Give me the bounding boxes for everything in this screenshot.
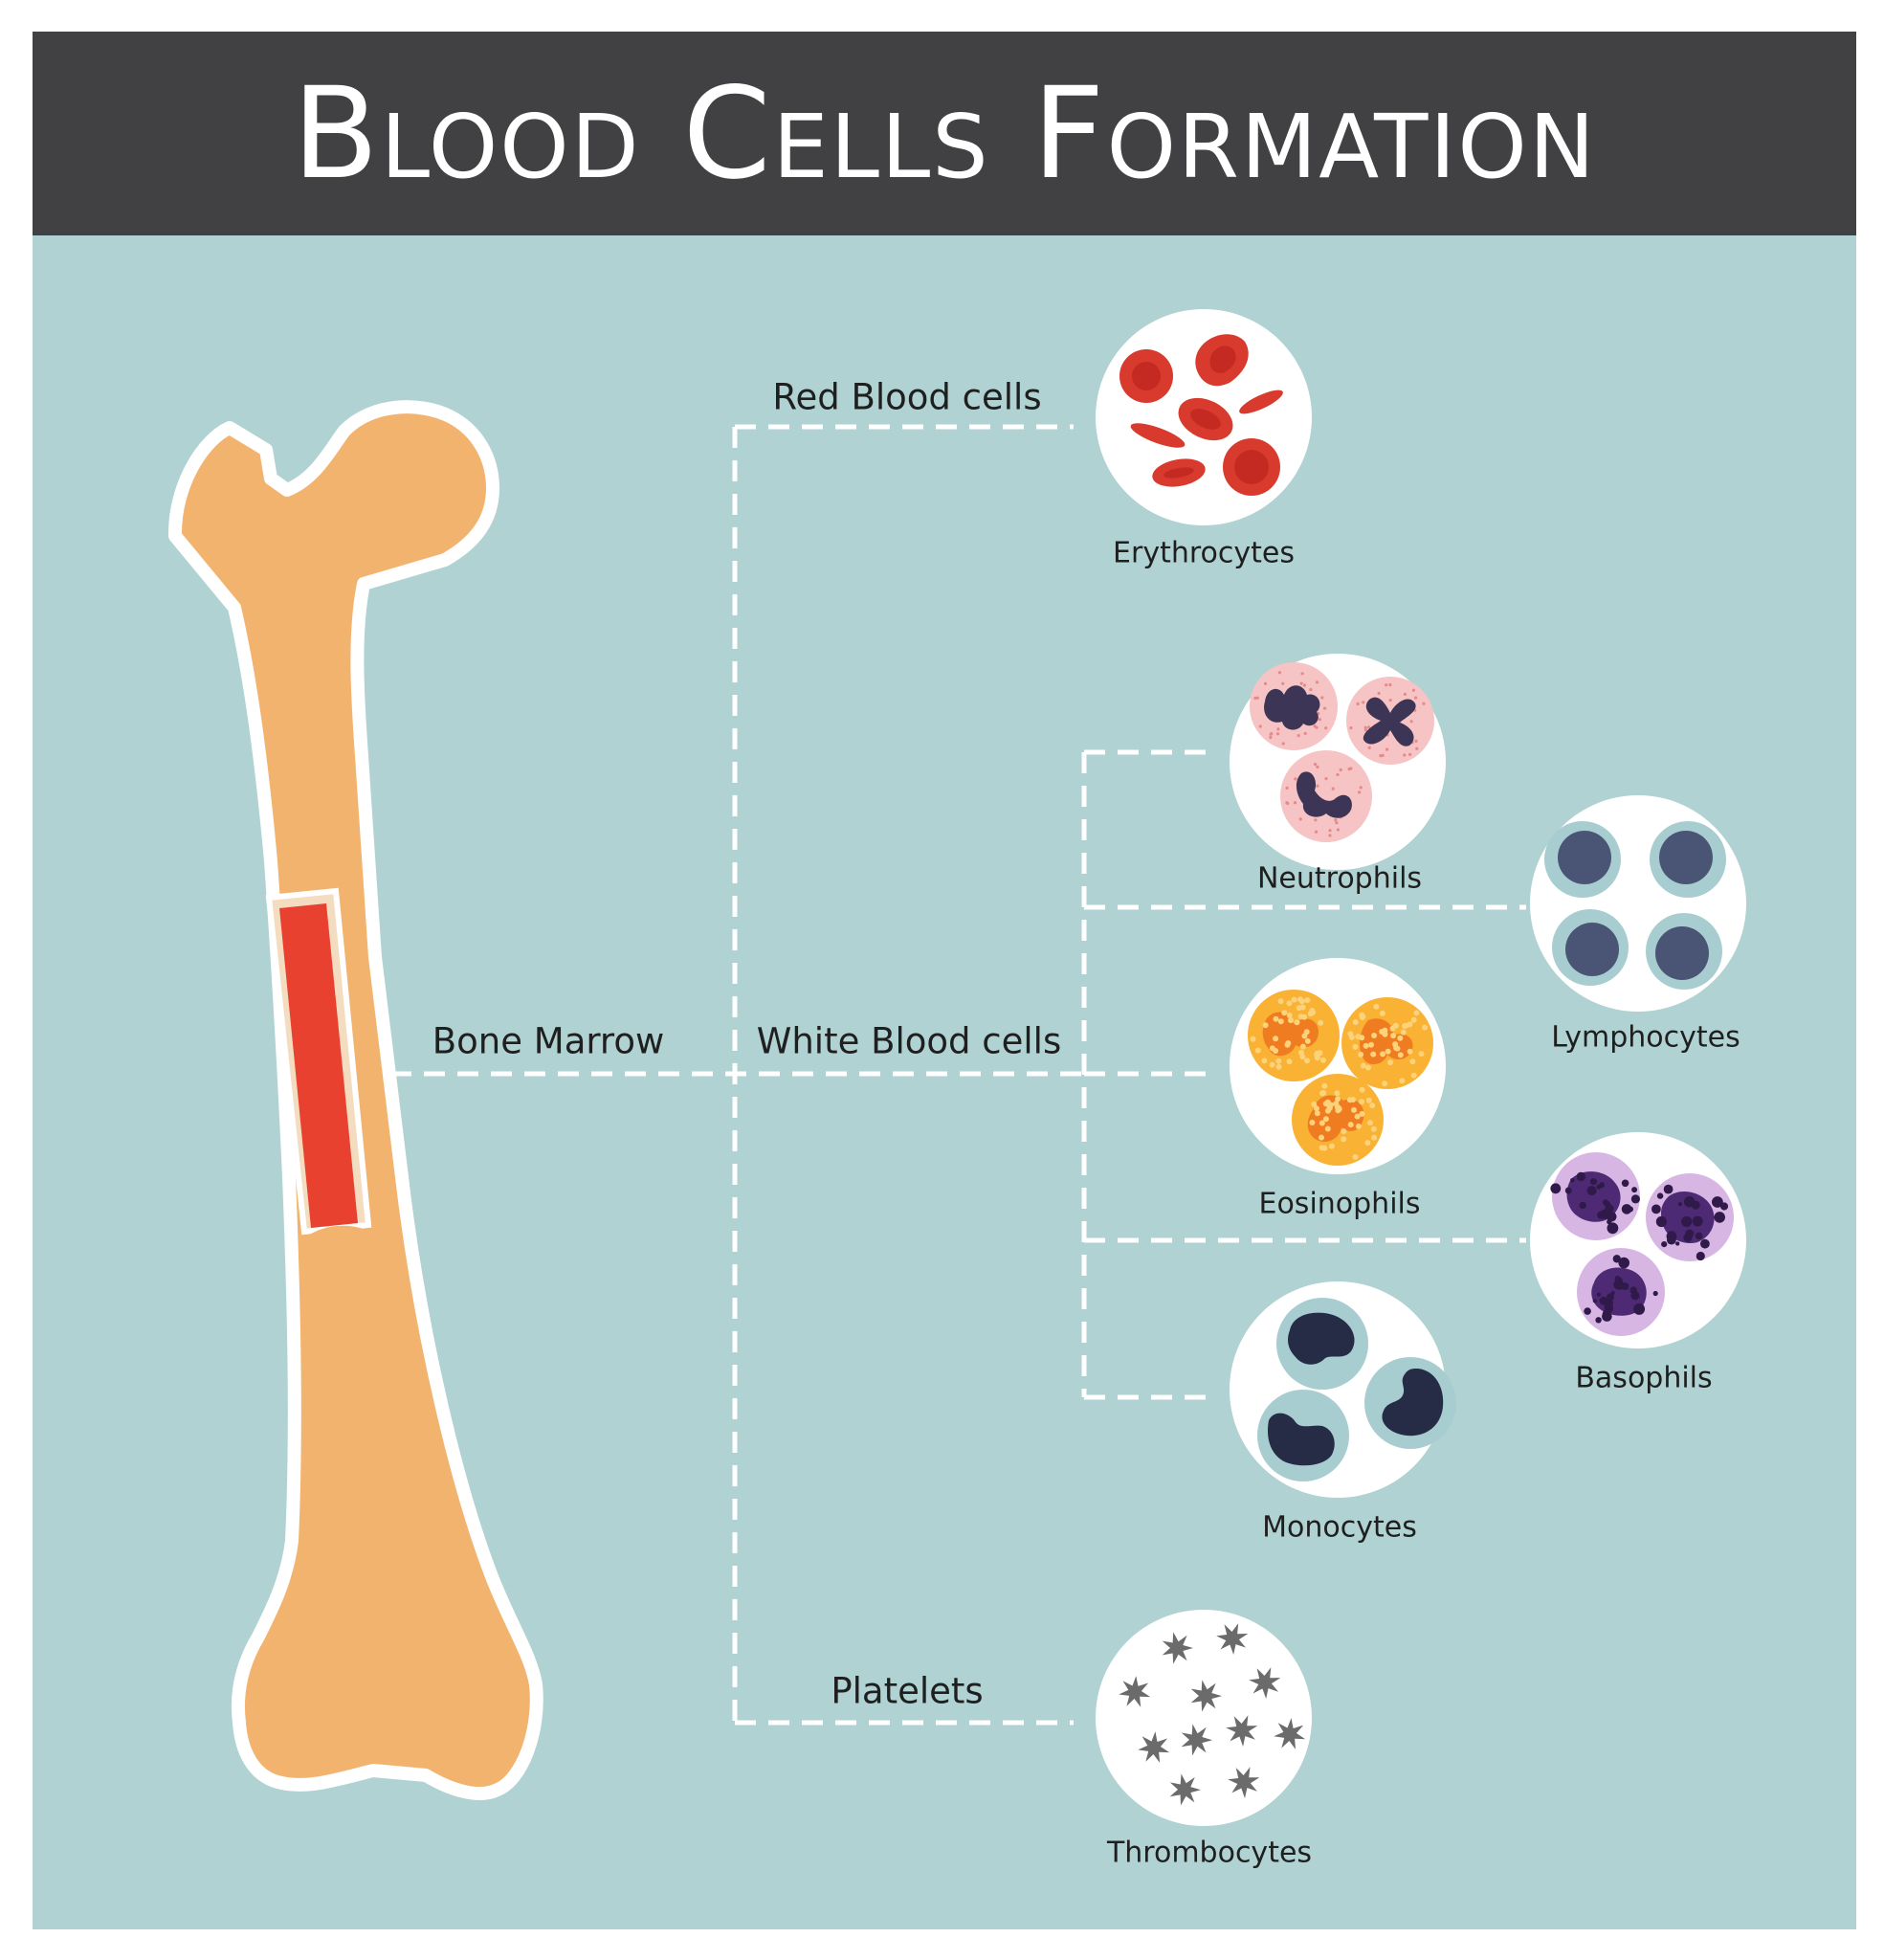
label-red-blood-cells: Red Blood cells [772,377,1041,418]
label-thrombocytes: Thrombocytes [1107,1837,1312,1870]
label-lymphocytes: Lymphocytes [1551,1021,1740,1055]
label-erythrocytes: Erythrocytes [1113,537,1295,570]
label-bone-marrow: Bone Marrow [432,1021,664,1062]
label-basophils: Basophils [1575,1362,1712,1395]
thrombocytes-circle [1096,1610,1312,1826]
label-neutrophils: Neutrophils [1257,862,1422,896]
label-platelets: Platelets [831,1671,983,1712]
bone-lower-shaft [299,1226,388,1493]
femur-bone-icon [175,407,537,1793]
label-monocytes: Monocytes [1262,1511,1417,1545]
label-eosinophils: Eosinophils [1259,1188,1421,1221]
label-white-blood-cells: White Blood cells [757,1021,1061,1062]
